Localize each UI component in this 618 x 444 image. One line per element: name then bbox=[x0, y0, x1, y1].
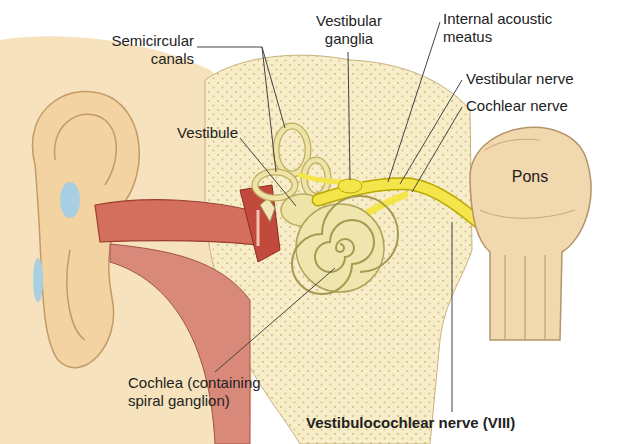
ossicles bbox=[260, 198, 275, 222]
helix-fold bbox=[55, 114, 117, 185]
leader-line bbox=[240, 138, 296, 206]
part-label: Internal acoustic meatus bbox=[443, 10, 583, 46]
part-label: Semicircular canals bbox=[92, 32, 194, 68]
leader-line bbox=[400, 80, 462, 184]
lobule-fold bbox=[67, 250, 85, 340]
leader-line bbox=[197, 47, 285, 128]
brainstem-lines bbox=[505, 255, 545, 340]
cochlea-spiral bbox=[292, 196, 398, 294]
part-label: Vestibule bbox=[162, 124, 238, 142]
leader-line bbox=[215, 268, 335, 372]
ear-canal bbox=[95, 200, 258, 245]
part-label: Vestibulocochlear nerve (VIII) bbox=[306, 414, 606, 432]
vestibular-ganglion bbox=[338, 179, 362, 193]
cartilage-patch bbox=[33, 258, 43, 302]
part-label: Vestibular ganglia bbox=[306, 12, 392, 48]
part-label: Pons bbox=[505, 168, 555, 186]
leader-line bbox=[262, 47, 276, 172]
eardrum bbox=[257, 210, 260, 246]
leader-line bbox=[348, 52, 350, 180]
pons bbox=[470, 127, 591, 340]
part-label: Vestibular nerve bbox=[466, 70, 606, 88]
leader-lines bbox=[197, 22, 462, 412]
leader-line bbox=[452, 222, 453, 412]
semicircular-canal bbox=[255, 172, 295, 198]
part-label: Cochlea (containing spiral ganglion) bbox=[128, 374, 278, 410]
auditory-tube bbox=[110, 244, 250, 444]
cartilage-patch bbox=[60, 182, 80, 218]
cochlea bbox=[296, 204, 384, 292]
semicircular-canal bbox=[255, 172, 295, 198]
pons-folds bbox=[480, 139, 575, 218]
leader-line bbox=[412, 107, 462, 192]
part-label: Cochlear nerve bbox=[466, 97, 606, 115]
